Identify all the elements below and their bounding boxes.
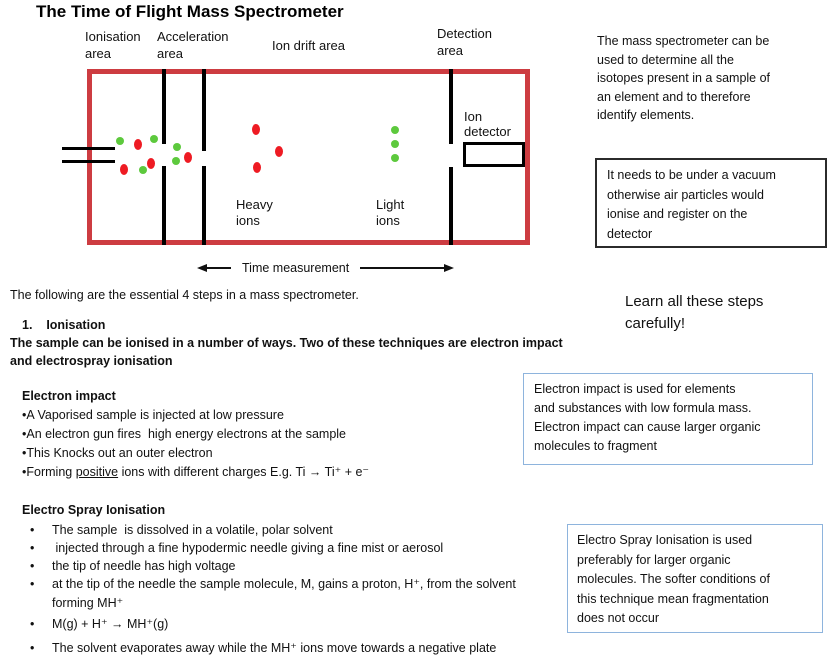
electrospray-bullet: at the tip of the needle the sample mole… [30, 575, 539, 613]
sample-inlet-line [62, 160, 115, 163]
electrode-line [202, 166, 206, 245]
electrospray-bullet: The sample is dissolved in a volatile, p… [30, 521, 557, 540]
forming-bullet: •Forming positive ions with different ch… [22, 463, 369, 482]
electron-impact-note-box: Electron impact is used for elements and… [523, 373, 813, 465]
ion-detector-box [463, 142, 525, 167]
electron-impact-bullet: •An electron gun fires high energy elect… [22, 427, 347, 441]
heavy-ions-label: Heavy ions [236, 197, 273, 228]
electron-impact-bullets: •A Vaporised sample is injected at low p… [22, 406, 369, 482]
electrospray-note-text: Electro Spray Ionisation is used prefera… [577, 533, 770, 625]
intro-text: The following are the essential 4 steps … [10, 288, 359, 302]
acceleration-area-label: Acceleration area [157, 29, 229, 61]
electrode-line [162, 166, 166, 245]
electrospray-heading: Electro Spray Ionisation [22, 503, 166, 517]
ion-drift-area-label: Ion drift area [272, 38, 345, 53]
forming-prefix: •Forming [22, 465, 76, 479]
detection-area-label: Detection area [437, 26, 492, 58]
forming-underlined-word: positive [75, 465, 119, 479]
right-arrowhead-icon [444, 263, 454, 272]
arrow-line [207, 266, 231, 269]
chamber-outline [87, 69, 530, 245]
electron-impact-bullet: •This Knocks out an outer electron [22, 446, 213, 460]
step1-lead: The sample can be ionised in a number of… [10, 336, 563, 368]
page-title: The Time of Flight Mass Spectrometer [36, 2, 344, 21]
electrospray-bullet: M(g) + H⁺ → MH⁺(g) [30, 615, 557, 634]
electrospray-bullet: the tip of needle has high voltage [30, 557, 557, 576]
light-ions-label: Light ions [376, 197, 405, 228]
electrode-line [162, 69, 166, 144]
electron-impact-note-text: Electron impact is used for elements and… [534, 382, 761, 453]
vacuum-note-text: It needs to be under a vacuum otherwise … [607, 168, 776, 241]
left-arrowhead-icon [197, 263, 207, 272]
learn-note: Learn all these steps carefully! [625, 293, 764, 332]
detector-slit-line [449, 69, 453, 144]
electron-impact-heading: Electron impact [22, 389, 116, 403]
sample-inlet-line [62, 147, 115, 150]
electrospray-bullet: injected through a fine hypodermic needl… [30, 539, 557, 558]
electrode-line [202, 69, 206, 151]
electrospray-bullet: The solvent evaporates away while the MH… [30, 639, 592, 658]
ionisation-area-label: Ionisation area [85, 29, 141, 61]
ion-detector-label: Ion detector [464, 109, 511, 139]
forming-suffix: ions with different charges E.g. Ti → Ti… [118, 465, 370, 479]
vacuum-note-box: It needs to be under a vacuum otherwise … [595, 158, 827, 248]
electron-impact-bullet: •A Vaporised sample is injected at low p… [22, 408, 284, 422]
electrospray-note-box: Electro Spray Ionisation is used prefera… [567, 524, 823, 633]
step1-heading: 1. Ionisation [22, 318, 106, 332]
arrow-line [360, 266, 444, 269]
intro-note: The mass spectrometer can be used to det… [597, 34, 771, 122]
detector-slit-line [449, 167, 453, 245]
time-measurement-label: Time measurement [242, 260, 350, 275]
time-measurement-arrow: Time measurement [197, 259, 454, 276]
